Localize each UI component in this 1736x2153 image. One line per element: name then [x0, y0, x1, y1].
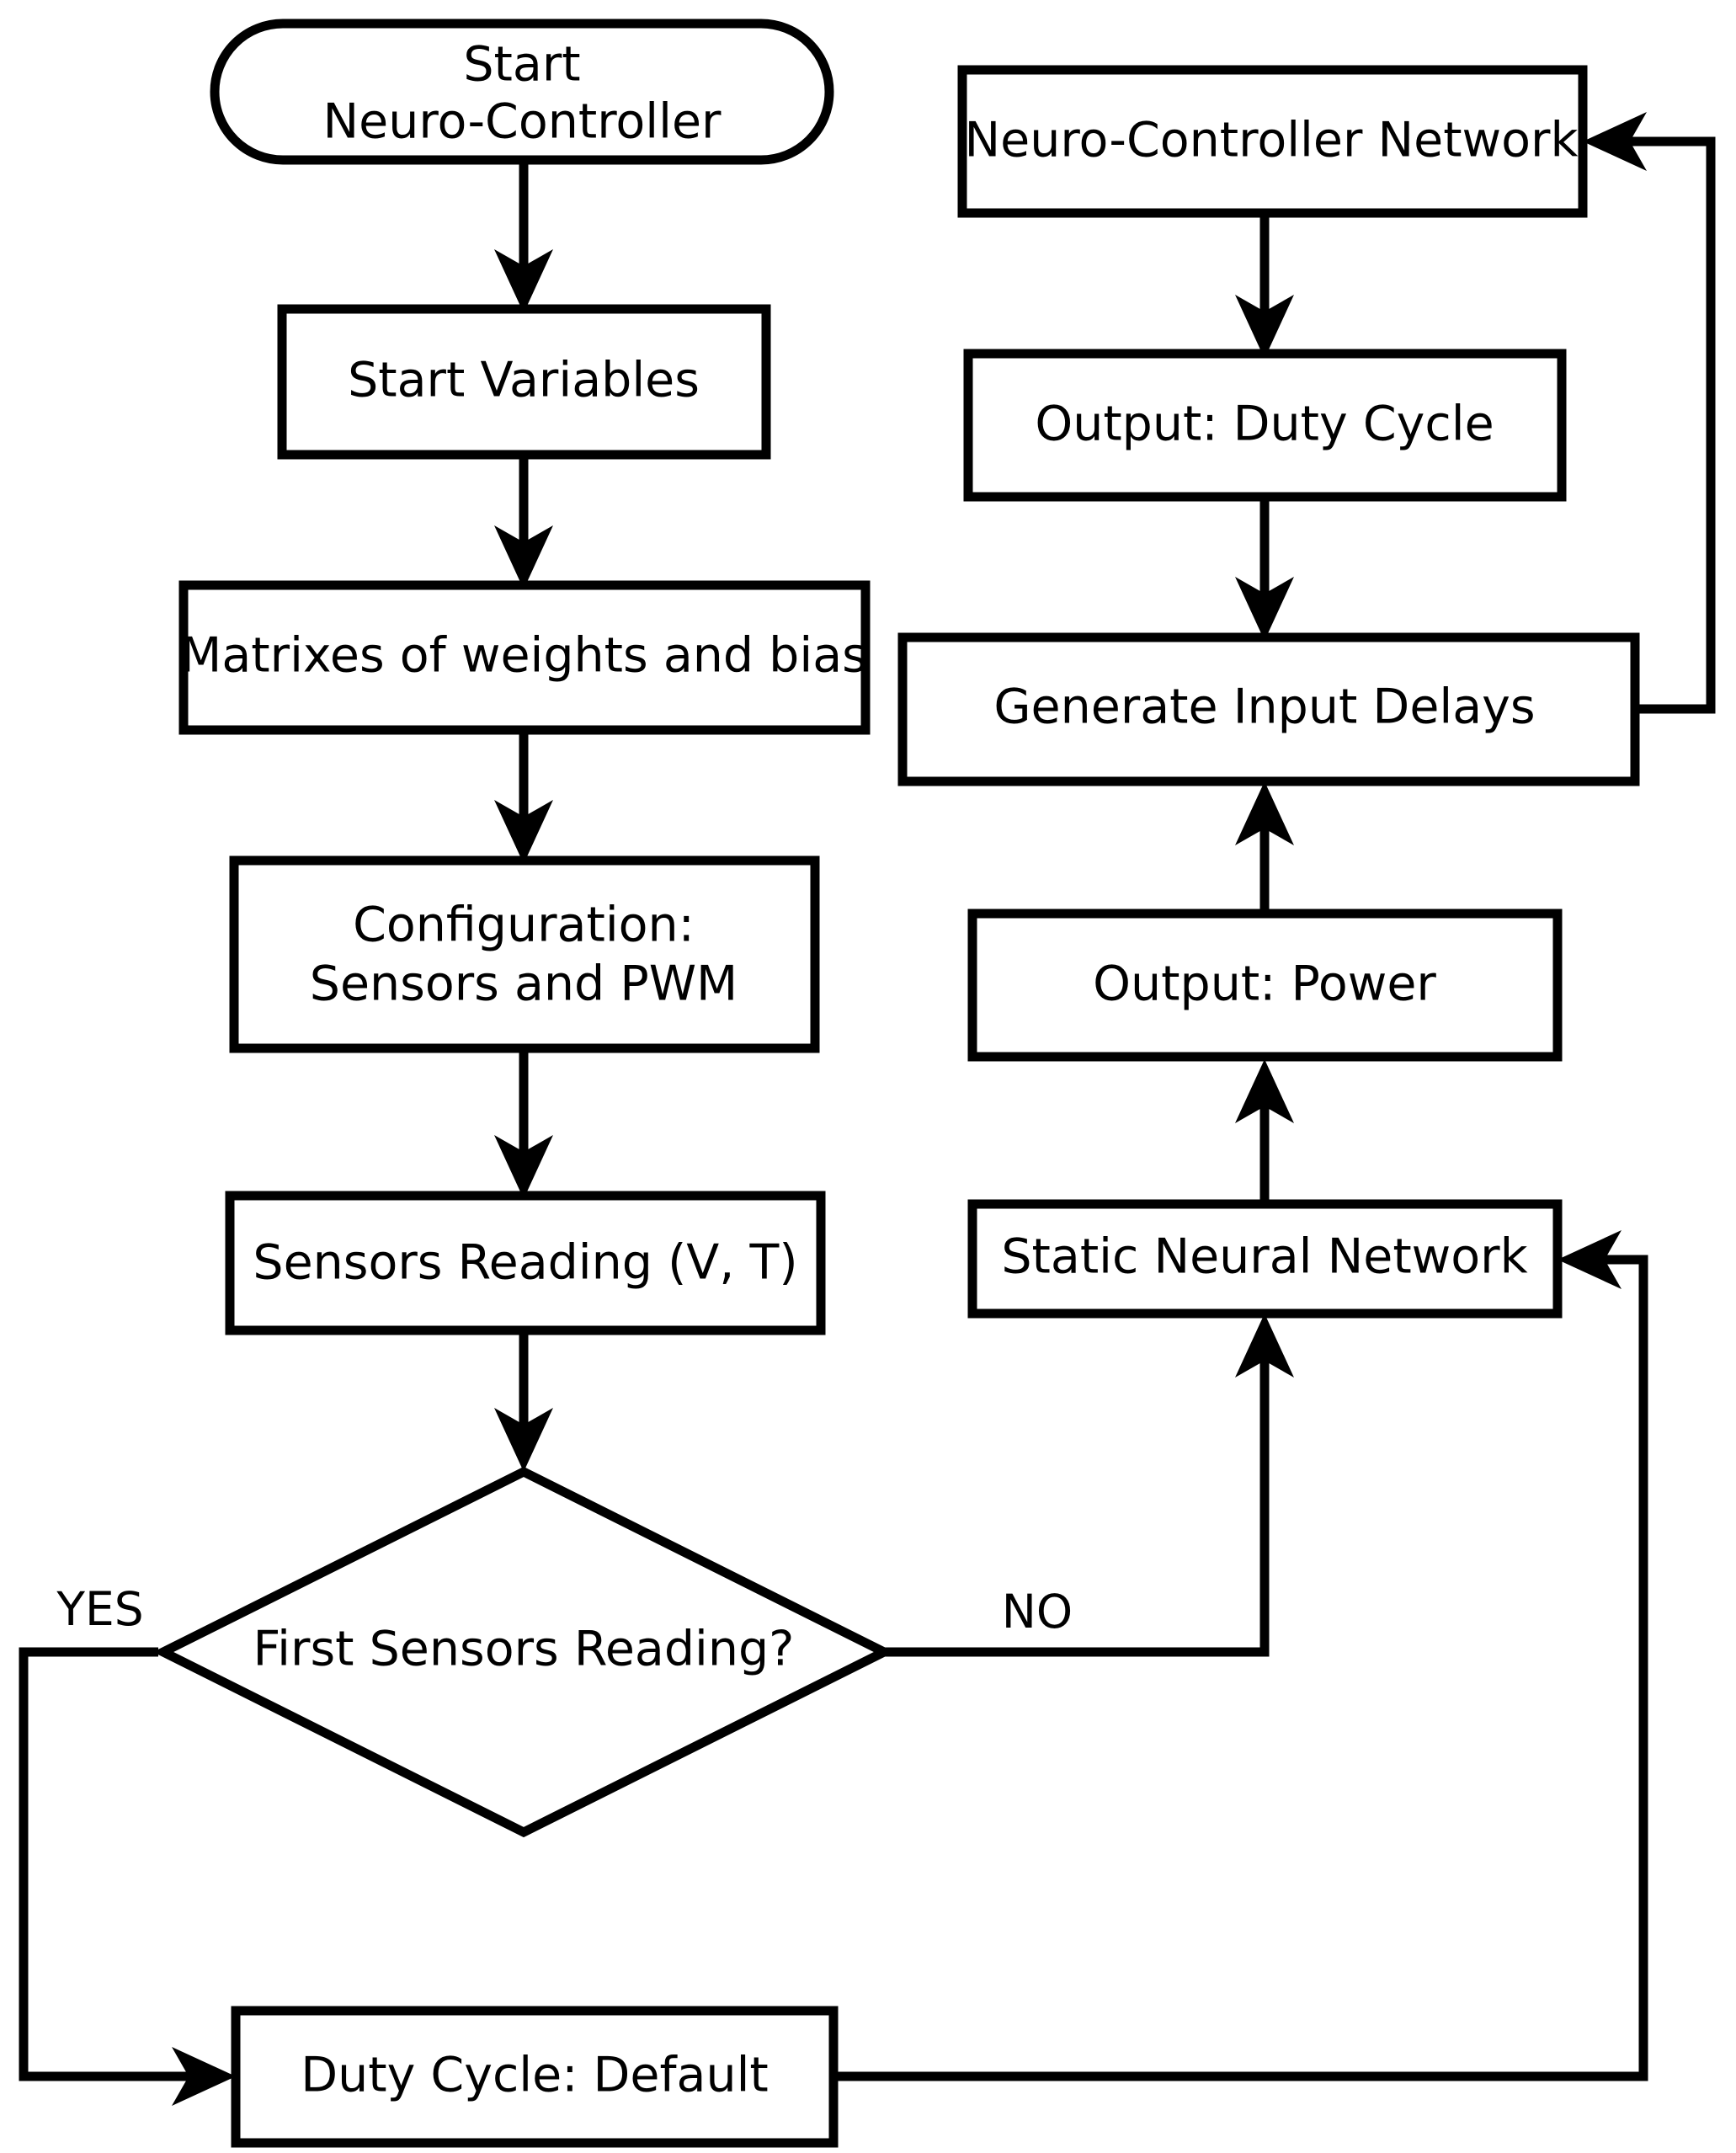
node-static-neural-network-label: Static Neural Network [1001, 1229, 1527, 1285]
edge-label-yes: YES [56, 1582, 143, 1636]
node-duty-cycle-default[interactable]: Duty Cycle: Default [231, 2006, 839, 2148]
node-start[interactable]: Start Neuro-Controller [210, 19, 834, 165]
node-start-variables[interactable]: Start Variables [277, 304, 771, 460]
edge-start-variables-to-matrixes [494, 455, 553, 589]
edge-duty-cycle-default-to-static-neural-network [833, 1230, 1648, 2081]
node-sensors-reading[interactable]: Sensors Reading (V, T) [225, 1191, 826, 1335]
node-start-variables-label: Start Variables [348, 353, 700, 408]
node-output-duty-cycle-label: Output: Duty Cycle [1035, 397, 1494, 452]
node-generate-input-delays-label: Generate Input Delays [993, 679, 1535, 735]
node-output-power-label: Output: Power [1093, 957, 1436, 1012]
node-matrixes-label: Matrixes of weights and bias [180, 628, 867, 684]
node-neuro-controller-network-label: Neuro-Controller Network [964, 113, 1578, 168]
node-static-neural-network[interactable]: Static Neural Network [967, 1199, 1563, 1319]
edge-static-neural-network-to-output-power [1235, 1059, 1294, 1204]
edge-sensors-reading-to-decision [494, 1330, 553, 1472]
edge-label-no: NO [1002, 1585, 1073, 1639]
node-generate-input-delays[interactable]: Generate Input Delays [897, 632, 1640, 786]
node-configuration[interactable]: Configuration: Sensors and PWM [229, 855, 820, 1053]
node-configuration-line2: Sensors and PWM [310, 957, 738, 1012]
node-sensors-reading-label: Sensors Reading (V, T) [253, 1235, 797, 1291]
edge-start-to-start-variables [494, 160, 553, 313]
edge-neuro-controller-network-to-output-duty-cycle [1235, 213, 1294, 359]
node-configuration-line1: Configuration: [353, 898, 695, 953]
node-output-duty-cycle[interactable]: Output: Duty Cycle [963, 349, 1567, 502]
node-decision-first-sensors-reading[interactable]: First Sensors Reading? [152, 1466, 895, 1838]
node-start-line2: Neuro-Controller [323, 94, 722, 150]
edge-generate-input-delays-to-neuro-controller-network [1583, 112, 1716, 714]
edge-matrixes-to-configuration [494, 730, 553, 864]
node-duty-cycle-default-label: Duty Cycle: Default [301, 2048, 769, 2103]
edge-output-power-to-generate-input-delays [1235, 781, 1294, 914]
edge-decision-yes-to-duty-cycle-default [19, 1647, 236, 2106]
node-start-line1: Start [463, 37, 580, 93]
edge-configuration-to-sensors-reading [494, 1048, 553, 1199]
node-output-power[interactable]: Output: Power [967, 909, 1563, 1062]
node-neuro-controller-network[interactable]: Neuro-Controller Network [957, 65, 1588, 218]
node-decision-label: First Sensors Reading? [253, 1622, 795, 1677]
edge-decision-no-to-static-neural-network [884, 1314, 1294, 1657]
node-matrixes-of-weights-and-bias[interactable]: Matrixes of weights and bias [178, 580, 871, 735]
edge-output-duty-cycle-to-generate-input-delays [1235, 497, 1294, 641]
